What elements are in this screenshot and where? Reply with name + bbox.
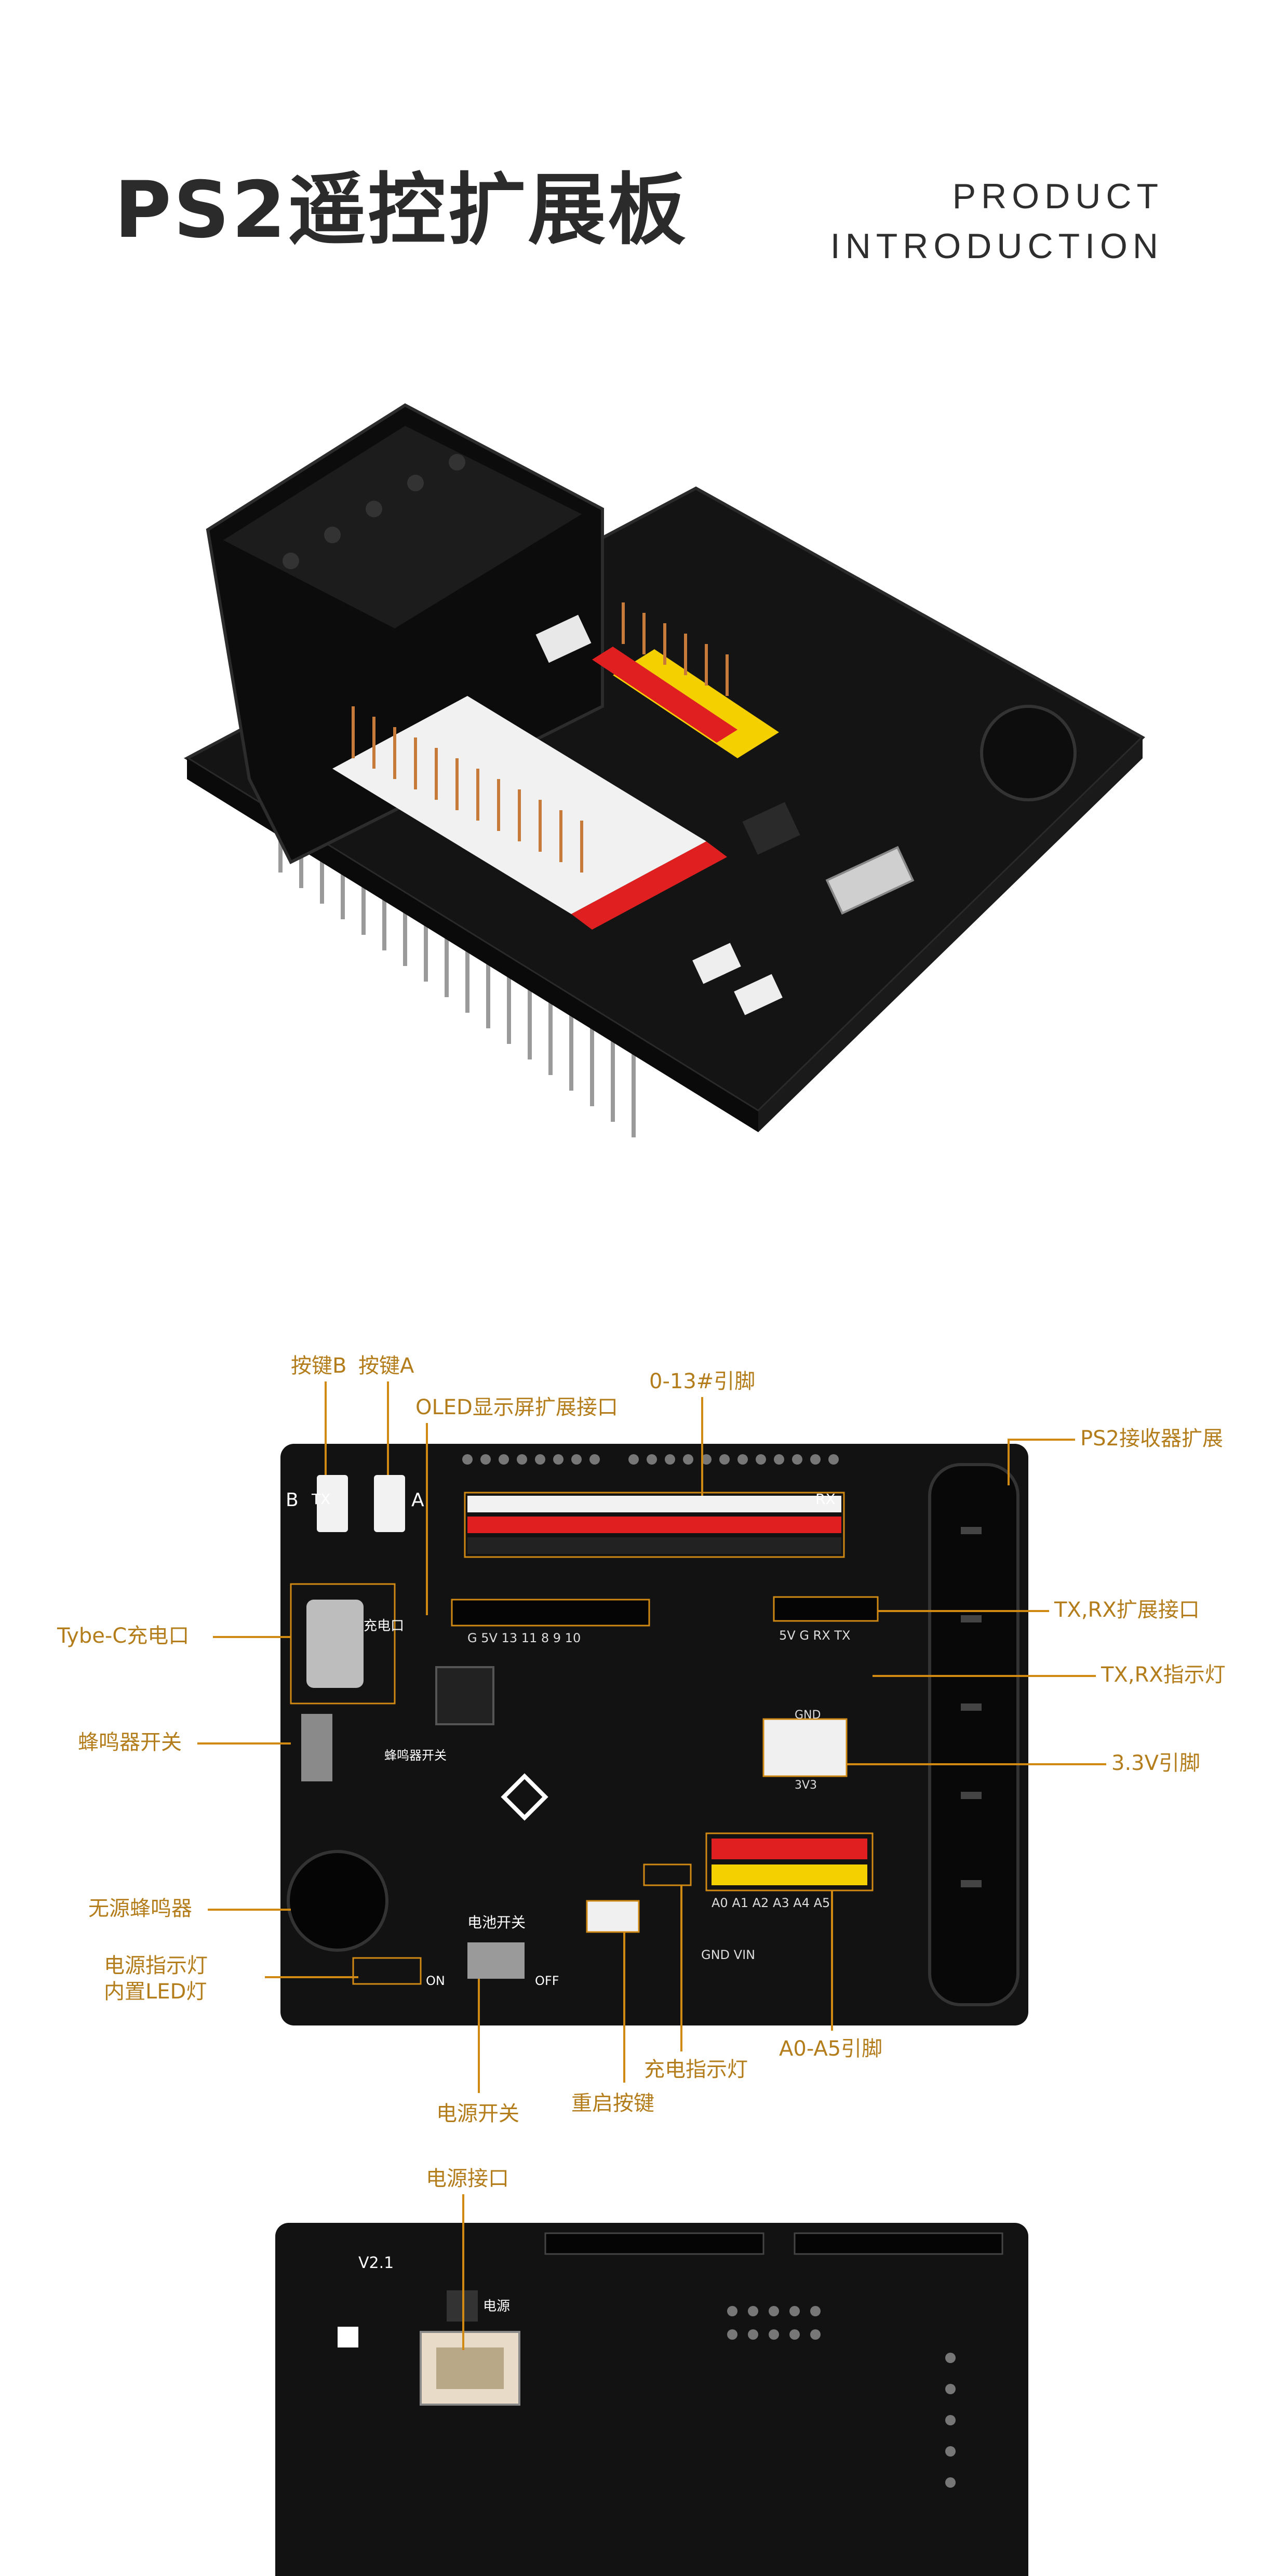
silk-g5v: G 5V 13 11 8 9 10 [467, 1631, 581, 1645]
silk-tx: TX [312, 1491, 331, 1508]
board-bottom-view [275, 2223, 1028, 2576]
label-power-port: 电源接口 [426, 2167, 509, 2191]
label-a0-a5: A0-A5引脚 [779, 2037, 883, 2061]
silk-on: ON [426, 1974, 445, 1988]
label-pins-0-13: 0-13#引脚 [649, 1370, 756, 1393]
label-power-led: 电源指示灯 [104, 1954, 208, 1978]
label-key-a: 按键A [358, 1354, 414, 1378]
silk-buzzer-switch-cn: 蜂鸣器开关 [384, 1748, 447, 1763]
silk-b: B [286, 1490, 299, 1511]
silk-rx: RX [815, 1491, 836, 1508]
subtitle-line-2: INTRODUCTION [830, 226, 1163, 266]
silk-gnd-vin: GND VIN [701, 1948, 756, 1962]
silk-5v-g-rx-tx: 5V G RX TX [779, 1628, 851, 1643]
label-reset-key: 重启按键 [571, 2091, 654, 2115]
product-introduction-heading: PRODUCT INTRODUCTION [830, 171, 1163, 271]
silk-power-cn: 电源 [483, 2299, 511, 2314]
board-top-view: B A [280, 1444, 1028, 2025]
silk-v21: V2.1 [358, 2254, 394, 2272]
pin-row-white [467, 1496, 841, 1554]
label-builtin-led: 内置LED灯 [104, 1980, 207, 2004]
silk-a: A [411, 1490, 424, 1511]
subtitle-line-1: PRODUCT [952, 177, 1163, 216]
label-charge-led: 充电指示灯 [644, 2058, 748, 2082]
silk-3v3: 3V3 [795, 1779, 817, 1792]
product-photo [183, 403, 1145, 1137]
silk-analog: A0 A1 A2 A3 A4 A5 [712, 1896, 830, 1910]
silk-off: OFF [535, 1974, 559, 1988]
label-power-switch: 电源开关 [436, 2102, 519, 2126]
label-txrx-led: TX,RX指示灯 [1101, 1663, 1226, 1687]
silk-battery-switch: 电池开关 [467, 1914, 526, 1931]
page-title: PS2遥控扩展板 [114, 165, 688, 256]
label-key-b: 按键B [291, 1354, 347, 1378]
label-ps2-ext: PS2接收器扩展 [1080, 1427, 1223, 1451]
silk-typec-cn: 充电口 [364, 1618, 405, 1634]
label-3v3: 3.3V引脚 [1111, 1751, 1200, 1775]
label-buzzer: 无源蜂鸣器 [88, 1897, 192, 1921]
silk-gnd: GND [795, 1709, 821, 1722]
label-txrx-port: TX,RX扩展接口 [1054, 1598, 1200, 1622]
label-typec: Tybe-C充电口 [57, 1624, 190, 1648]
label-buzzer-switch: 蜂鸣器开关 [78, 1730, 182, 1754]
label-oled: OLED显示屏扩展接口 [415, 1396, 618, 1419]
